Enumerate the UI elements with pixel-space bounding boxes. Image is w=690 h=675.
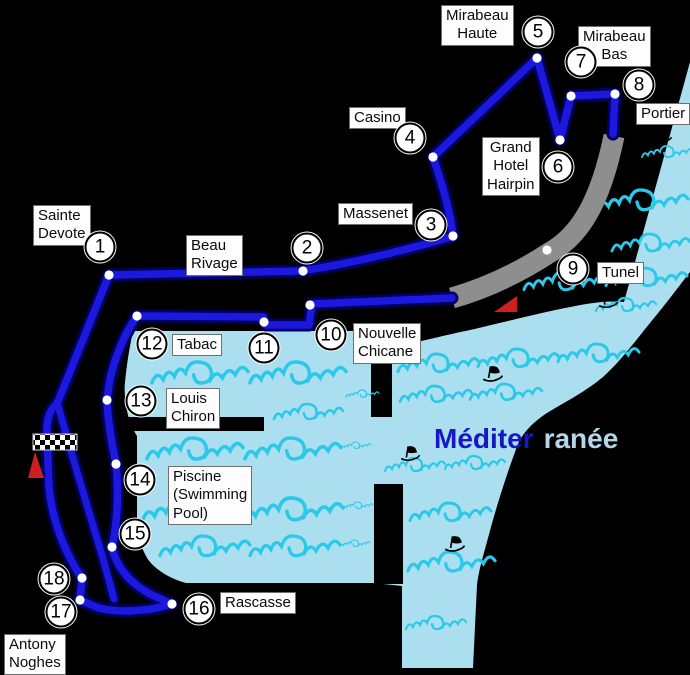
corner-label: Tabac [172, 334, 223, 357]
sea-name-part1: Méditer [434, 423, 534, 454]
corner-marker-15: 15 [119, 518, 151, 550]
corner-label: Tunel [597, 262, 644, 285]
red-flag-icons [28, 296, 517, 478]
corner-marker-17: 17 [45, 596, 77, 628]
corner-marker-9: 9 [557, 253, 589, 285]
corner-marker-12: 12 [136, 328, 168, 360]
pier-lower [374, 484, 403, 584]
corner-label: Nouvelle Chicane [353, 323, 422, 364]
corner-marker-18: 18 [38, 563, 70, 595]
corner-label: Casino [349, 107, 406, 130]
corner-marker-2: 2 [291, 232, 323, 264]
corner-label: Antony Noghes [4, 634, 66, 675]
corner-label: Massenet [338, 203, 414, 226]
corner-label: Sainte Devote [33, 205, 91, 246]
sea-name: Méditer ranée [434, 423, 690, 455]
corner-dots [75, 53, 620, 609]
corner-label: Rascasse [220, 592, 296, 615]
pit-lane-core [53, 398, 118, 603]
mediterranean-sea [124, 62, 690, 668]
corner-marker-8: 8 [623, 69, 655, 101]
red-flag-icon [28, 452, 44, 478]
corner-label: Grand Hotel Hairpin [482, 137, 540, 196]
corner-label: Piscine (Swimming Pool) [168, 466, 253, 525]
corner-marker-13: 13 [125, 385, 157, 417]
corner-label: Portier [636, 103, 690, 126]
corner-marker-11: 11 [248, 332, 280, 364]
corner-marker-5: 5 [522, 16, 554, 48]
corner-marker-4: 4 [394, 122, 426, 154]
boat-icon [652, 128, 673, 144]
start-finish-flag-icon [32, 433, 78, 451]
corner-marker-1: 1 [84, 231, 116, 263]
sea-name-part2: ranée [543, 423, 619, 454]
corner-label: Beau Rivage [186, 235, 243, 276]
corner-marker-7: 7 [565, 46, 597, 78]
corner-marker-6: 6 [542, 151, 574, 183]
track-line [40, 51, 622, 618]
red-flag-icon [494, 296, 517, 312]
corner-label: Mirabeau Haute [441, 5, 514, 46]
corner-marker-14: 14 [124, 464, 156, 496]
corner-marker-10: 10 [315, 319, 347, 351]
corner-marker-16: 16 [183, 593, 215, 625]
corner-label: Louis Chiron [166, 388, 221, 429]
corner-marker-3: 3 [415, 209, 447, 241]
